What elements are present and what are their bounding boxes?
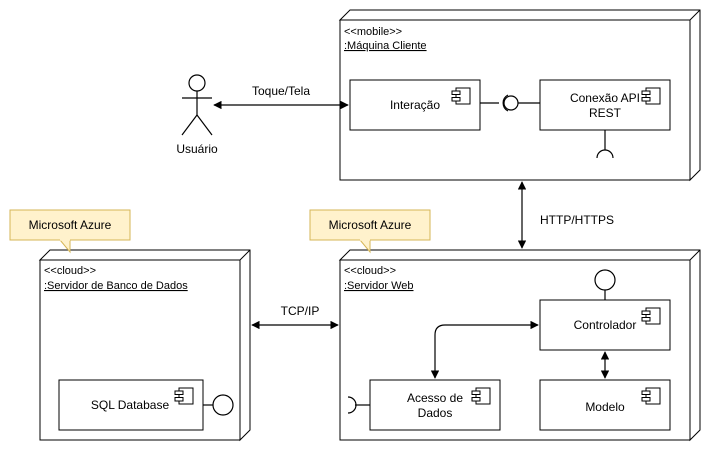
note-azure-web [309, 209, 431, 254]
interface-interacao-conexao [480, 94, 540, 112]
web-stereotype: <<cloud>> [344, 265, 396, 277]
note-azure-web-text: Microsoft Azure [329, 218, 412, 232]
component-controlador-label: Controlador [574, 318, 637, 332]
db-stereotype: <<cloud>> [44, 265, 96, 277]
component-acesso-label-1: Acesso de [407, 391, 463, 405]
component-modelo[interactable] [539, 379, 671, 431]
component-interacao-label: Interação [390, 98, 440, 112]
component-conexao-label-2: REST [589, 106, 622, 120]
actor-usuario[interactable] [181, 74, 213, 136]
component-controlador[interactable] [539, 299, 671, 351]
socket-acesso-left [347, 396, 370, 414]
component-acesso-label-2: Dados [418, 406, 453, 420]
connector-toque-label: Toque/Tela [252, 84, 310, 98]
lollipop-sql [203, 394, 234, 416]
mobile-stereotype: <<mobile>> [344, 26, 402, 38]
web-node-name: :Servidor Web [344, 280, 414, 292]
component-sql-database[interactable] [58, 379, 204, 431]
lollipop-controlador [594, 269, 616, 300]
component-conexao-api[interactable] [539, 79, 671, 131]
component-conexao-label-1: Conexão API [570, 91, 640, 105]
actor-usuario-label: Usuário [176, 142, 218, 156]
note-azure-db [9, 209, 131, 254]
component-interacao[interactable] [349, 79, 481, 131]
component-modelo-label: Modelo [585, 400, 625, 414]
component-sql-label: SQL Database [91, 398, 170, 412]
connector-acesso-controlador [430, 320, 539, 379]
mobile-node-name: :Máquina Cliente [344, 40, 427, 52]
db-node-name: :Servidor de Banco de Dados [44, 280, 188, 292]
connector-tcp-label: TCP/IP [281, 304, 320, 318]
connector-http-label: HTTP/HTTPS [540, 213, 614, 227]
socket-conexao-bottom [596, 130, 614, 159]
note-azure-db-text: Microsoft Azure [29, 218, 112, 232]
component-acesso-dados[interactable] [369, 379, 501, 431]
